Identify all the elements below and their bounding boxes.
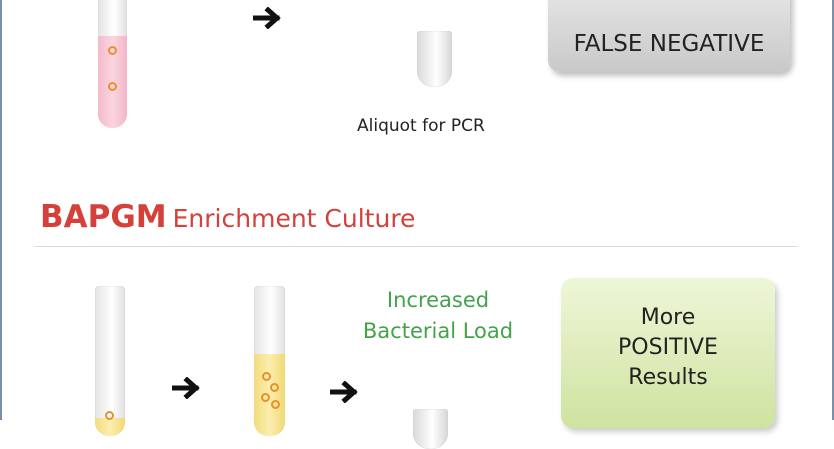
more-positive-line2: POSITIVE xyxy=(618,335,718,360)
more-positive-box: More POSITIVE Results xyxy=(561,278,775,428)
culture-tube-fill xyxy=(95,418,125,436)
section-title-bold: BAPGM xyxy=(40,199,167,235)
pcr-aliquot-tube xyxy=(417,31,452,87)
arrow-right-icon xyxy=(172,377,200,399)
arrow-right-icon xyxy=(330,381,358,403)
aliquot-label: Aliquot for PCR xyxy=(357,116,485,136)
culture-tube-empty xyxy=(95,286,125,436)
blood-sample-tube xyxy=(98,0,127,128)
increased-load-line2: Bacterial Load xyxy=(362,319,514,343)
false-negative-text: FALSE NEGATIVE xyxy=(573,31,765,57)
bacteria-dot xyxy=(270,383,279,392)
increased-load-line1: Increased xyxy=(386,288,490,312)
arrow-right-icon xyxy=(253,7,281,29)
more-positive-line1: More xyxy=(640,305,696,330)
culture-tube-enriched xyxy=(254,286,285,436)
section-divider xyxy=(34,246,798,247)
pcr-aliquot-tube xyxy=(413,409,448,449)
bacteria-dot xyxy=(262,372,271,381)
bacteria-dot xyxy=(105,411,114,420)
bacteria-dot xyxy=(108,82,117,91)
bacteria-dot xyxy=(108,46,117,55)
diagram-frame xyxy=(0,0,834,420)
bacteria-dot xyxy=(261,393,270,402)
false-negative-box: FALSE NEGATIVE xyxy=(548,0,790,72)
bacteria-dot xyxy=(271,400,280,409)
more-positive-line3: Results xyxy=(628,365,708,390)
increased-load-label: Increased Bacterial Load xyxy=(352,285,524,347)
section-title-rest: Enrichment Culture xyxy=(172,204,416,233)
